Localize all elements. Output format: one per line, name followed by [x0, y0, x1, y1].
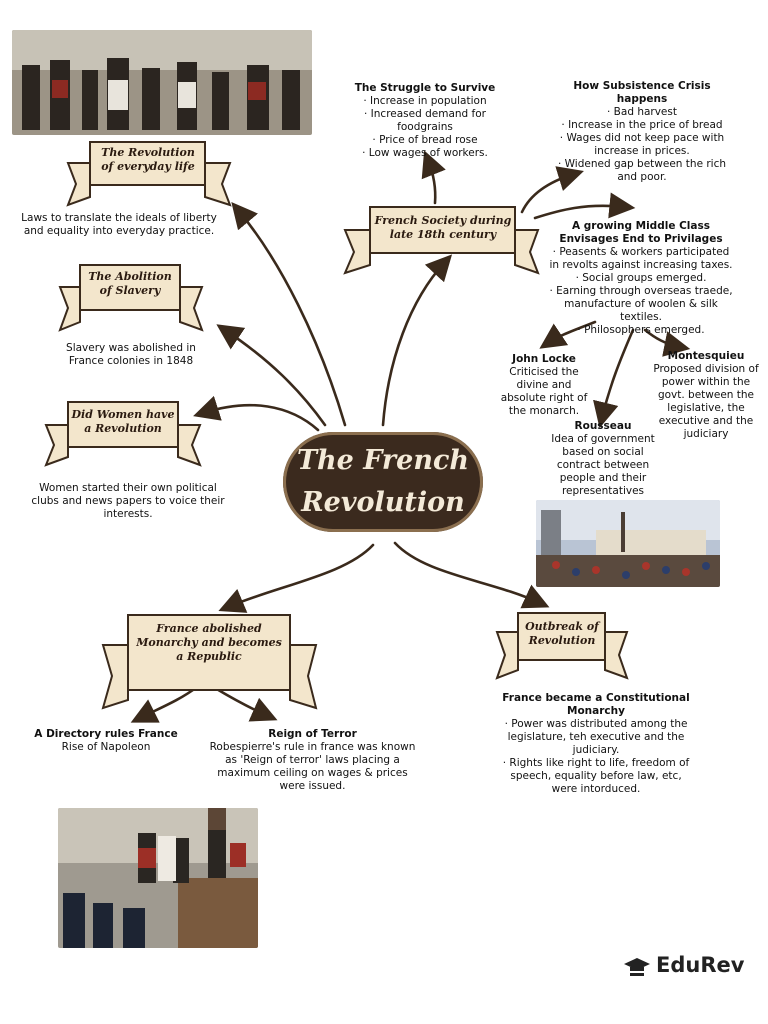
- banner-women-label: Did Women have a Revolution: [71, 408, 175, 435]
- page-title: The French Revolution: [296, 445, 470, 518]
- list-item: · Price of bread rose: [372, 134, 478, 146]
- struggle-box: The Struggle to Survive · Increase in po…: [335, 82, 515, 160]
- locke-box: John Locke Criticised the divine and abs…: [498, 353, 590, 418]
- list-item: · Power was distributed among the legisl…: [504, 718, 688, 756]
- rousseau-box: Rousseau Idea of government based on soc…: [548, 420, 658, 498]
- arrow-to-montesquieu: [643, 328, 691, 357]
- subsistence-box: How Subsistence Crisis happens · Bad har…: [552, 80, 732, 184]
- banner-outbreak-shape: [495, 631, 519, 680]
- middle-class-box: A growing Middle Class Envisages End to …: [548, 220, 734, 337]
- list-item: · Wages did not keep pace with increase …: [559, 132, 725, 157]
- locke-text: Criticised the divine and absolute right…: [500, 366, 588, 417]
- graduation-cap-icon: [624, 958, 650, 976]
- banner-monarchy-label: France abolished Monarchy and becomes a …: [136, 622, 282, 663]
- list-item: · Earning through overseas traede, manuf…: [549, 285, 733, 323]
- arrow-to-society: [381, 254, 453, 427]
- locke-heading: John Locke: [512, 353, 576, 365]
- terror-box: Reign of Terror Robespierre's rule in fr…: [205, 728, 420, 793]
- list-item: · Increase in population: [363, 95, 487, 107]
- crowd-painting-image: [536, 500, 720, 587]
- execution-painting-image: [58, 808, 258, 948]
- arrow-to-middleclass: [533, 192, 636, 220]
- list-item: · Philosophers emerged.: [577, 324, 705, 336]
- list-item: · Rights like right to life, freedom of …: [502, 757, 690, 795]
- banner-slavery-label: The Abolition of Slavery: [88, 270, 172, 297]
- note-slavery: Slavery was abolished in France colonies…: [66, 342, 196, 367]
- banner-monarchy-shape: [101, 644, 129, 710]
- banner-everyday-label: The Revolution of everyday life: [101, 146, 195, 173]
- banner-society-label: French Society during late 18th century: [374, 214, 512, 241]
- banner-everyday-shape: [66, 162, 91, 207]
- constitutional-box: France became a Constitutional Monarchy …: [500, 692, 692, 796]
- montesquieu-text: Proposed division of power within the go…: [653, 363, 759, 440]
- note-women: Women started their own political clubs …: [31, 482, 225, 520]
- list-item: · Increase in the price of bread: [561, 119, 723, 131]
- edurev-logo: EduRev: [622, 953, 762, 983]
- note-everyday: Laws to translate the ideals of liberty …: [21, 212, 217, 237]
- directory-heading: A Directory rules France: [34, 728, 178, 740]
- montesquieu-heading: Montesquieu: [667, 350, 745, 362]
- directory-box: A Directory rules France Rise of Napoleo…: [34, 728, 178, 754]
- arrow-to-rousseau: [593, 328, 635, 429]
- montesquieu-box: Montesquieu Proposed division of power w…: [652, 350, 760, 441]
- directory-text: Rise of Napoleon: [61, 741, 151, 753]
- arrow-to-locke: [539, 320, 597, 349]
- arrow-to-women: [193, 395, 320, 432]
- banner-slavery-shape: [58, 286, 81, 332]
- banner-society-shape: [343, 229, 371, 275]
- list-item: · Low wages of workers.: [362, 147, 488, 159]
- list-item: · Social groups emerged.: [575, 272, 707, 284]
- battle-painting-image: [12, 30, 312, 135]
- list-item: · Increased demand for foodgrains: [364, 108, 486, 133]
- struggle-heading: The Struggle to Survive: [354, 82, 496, 94]
- list-item: · Bad harvest: [607, 106, 677, 118]
- arrow-to-subsistence: [520, 166, 584, 214]
- terror-heading: Reign of Terror: [268, 728, 357, 740]
- rousseau-heading: Rousseau: [574, 420, 632, 432]
- subsistence-heading: How Subsistence Crisis happens: [573, 80, 711, 105]
- list-item: · Widened gap between the rich and poor.: [557, 158, 727, 183]
- constitutional-heading: France became a Constitutional Monarchy: [502, 692, 690, 717]
- list-item: · Peasents & workers participated in rev…: [549, 246, 733, 271]
- rousseau-text: Idea of government based on social contr…: [551, 433, 655, 497]
- arrow-to-struggle: [421, 150, 446, 205]
- arrow-to-everyday: [231, 202, 347, 427]
- middle-class-heading: A growing Middle Class Envisages End to …: [559, 220, 723, 245]
- center-badge: [283, 432, 483, 532]
- arrow-to-outbreak: [393, 541, 550, 609]
- brand-name: EduRev: [656, 953, 745, 977]
- arrow-to-monarchy: [218, 543, 375, 613]
- terror-text: Robespierre's rule in france was known a…: [209, 741, 416, 792]
- banner-women-shape: [44, 424, 69, 467]
- banner-outbreak-label: Outbreak of Revolution: [525, 620, 599, 647]
- arrow-to-slavery: [216, 324, 327, 427]
